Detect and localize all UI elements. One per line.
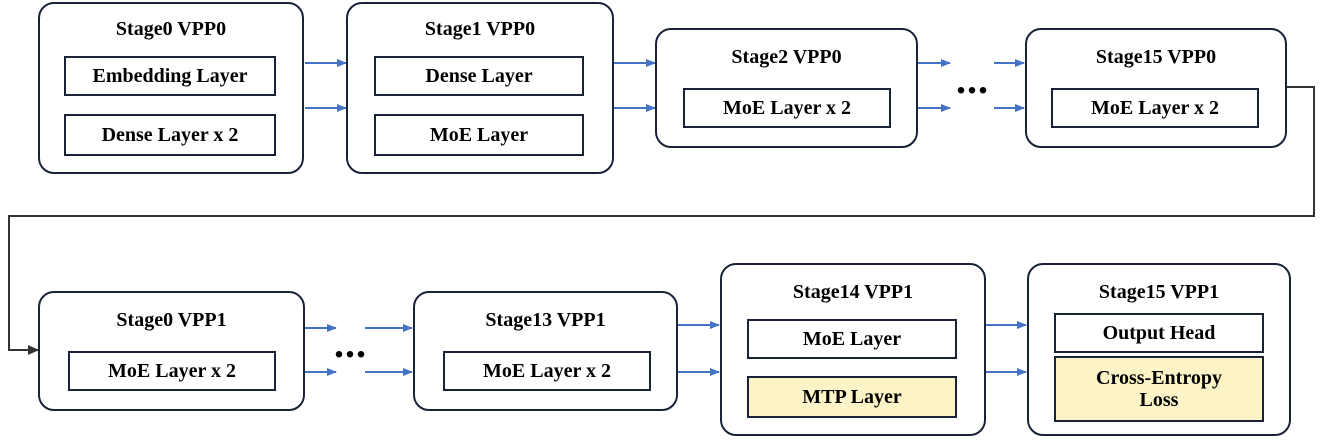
- layer-moe-x2: MoE Layer x 2: [683, 88, 891, 128]
- stage-box-stage13-vpp1: Stage13 VPP1 MoE Layer x 2: [413, 291, 678, 411]
- stage-box-stage15-vpp1: Stage15 VPP1 Output Head Cross-Entropy L…: [1027, 263, 1291, 436]
- stage-title: Stage13 VPP1: [485, 309, 606, 331]
- stage-title: Stage1 VPP0: [424, 18, 536, 40]
- layer-cross-entropy-loss: Cross-Entropy Loss: [1054, 356, 1264, 422]
- wrap-connector: [8, 86, 1315, 355]
- layer-output-head: Output Head: [1054, 313, 1264, 353]
- layer-mtp: MTP Layer: [747, 376, 957, 418]
- stage-title: Stage0 VPP1: [116, 309, 227, 331]
- layer-moe-x2: MoE Layer x 2: [443, 351, 651, 391]
- layer-moe: MoE Layer: [374, 114, 584, 156]
- layer-embedding: Embedding Layer: [64, 56, 276, 96]
- stage-box-stage0-vpp0: Stage0 VPP0 Embedding Layer Dense Layer …: [38, 2, 304, 174]
- stage-title: Stage15 VPP0: [1095, 46, 1217, 68]
- layer-moe: MoE Layer: [747, 319, 957, 359]
- stage-title: Stage14 VPP1: [792, 281, 914, 303]
- layer-dense-x2: Dense Layer x 2: [64, 114, 276, 156]
- stage-title: Stage0 VPP0: [115, 18, 227, 40]
- stage-title: Stage15 VPP1: [1098, 281, 1220, 303]
- stage-title: Stage2 VPP0: [731, 46, 842, 68]
- stage-box-stage2-vpp0: Stage2 VPP0 MoE Layer x 2: [655, 28, 918, 148]
- layer-moe-x2: MoE Layer x 2: [68, 351, 276, 391]
- layer-dense: Dense Layer: [374, 56, 584, 96]
- stage-box-stage0-vpp1: Stage0 VPP1 MoE Layer x 2: [38, 291, 305, 411]
- layer-moe-x2: MoE Layer x 2: [1051, 88, 1259, 128]
- ellipsis-top: ...: [956, 57, 989, 102]
- ellipsis-bottom: ...: [334, 321, 367, 366]
- stage-box-stage15-vpp0: Stage15 VPP0 MoE Layer x 2: [1025, 28, 1287, 148]
- stage-box-stage14-vpp1: Stage14 VPP1 MoE Layer MTP Layer: [720, 263, 986, 436]
- stage-box-stage1-vpp0: Stage1 VPP0 Dense Layer MoE Layer: [346, 2, 614, 174]
